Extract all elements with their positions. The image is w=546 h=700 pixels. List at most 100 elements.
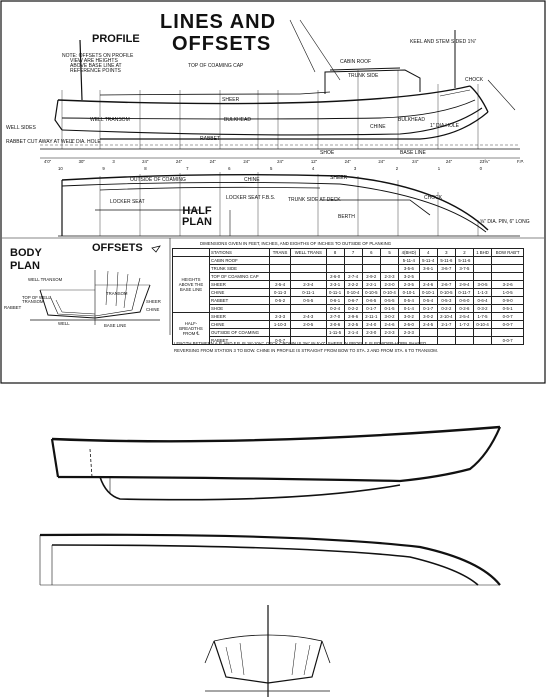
table-cell: 1-0-5 [491, 288, 524, 297]
table-row: HALF-BREADTHS FROM ℄ SHEER 2-3-3 2-4-3 2… [172, 312, 524, 345]
station-number: 5 [270, 166, 273, 171]
table-row: TRUNK SIDE 3-5-6 3-6-1 3-6-7 3-7-5 [173, 264, 524, 273]
profile-note: NOTE: OFFSETS ON PROFILE VIEW ARE HEIGHT… [62, 54, 133, 74]
table-cell: 5-11-4 [418, 256, 438, 265]
chock-label: CHOCK [465, 77, 484, 83]
table-cell [472, 272, 493, 281]
table-cell: 2-3-3 [269, 312, 291, 321]
table-cell [289, 272, 327, 281]
body-well-label: WELL [58, 321, 70, 326]
table-cell [454, 336, 474, 345]
table-cell [436, 272, 456, 281]
station-dim: 24" [378, 159, 385, 164]
dia-hole-label-2: 1" DIA HOLE [430, 123, 460, 129]
table-cell [361, 256, 381, 265]
table-cell [491, 256, 524, 265]
table-cell [472, 328, 493, 337]
berth-label: BERTH [338, 214, 355, 220]
table-cell: 5-11-4 [398, 256, 420, 265]
half-plan-view [58, 172, 520, 237]
table-cell: 2-5-4 [269, 280, 291, 289]
sheer-label: SHEER [222, 97, 240, 103]
well-transom-label: WELL TRANSOM [90, 117, 130, 123]
table-cell: 2-2-2 [343, 280, 363, 289]
table-cell: 0-0-7 [491, 320, 524, 329]
base-line-label: BASE LINE [400, 150, 426, 156]
table-cell: 1-7-5 [472, 312, 493, 321]
station-number: 3 [353, 166, 357, 171]
table-cell [343, 264, 363, 273]
keel-stem-label: KEEL AND STEM SIDED 1⅜" [410, 39, 477, 45]
table-cell [472, 264, 493, 273]
table-cell: 0-0-7 [491, 312, 524, 321]
table-cell: 0-10-4 [472, 320, 493, 329]
table-row: HEIGHTS ABOVE THE BASE LINE CABIN ROOF 5… [172, 256, 524, 313]
table-cell: 0-9-0 [491, 296, 524, 305]
station-dim: 3 [112, 159, 115, 164]
table-cell: SHOE [208, 304, 271, 313]
table-cell [289, 336, 327, 345]
table-cell: 2-6-0 [325, 272, 345, 281]
station-dim: 30" [78, 159, 85, 164]
table-cell: 2-9-2 [361, 272, 381, 281]
table-cell: 3-5-6 [398, 264, 420, 273]
chock-plan-label: CHOCK [424, 195, 443, 201]
table-cell: 0-10-5 [436, 288, 456, 297]
station-dim: 24" [243, 159, 250, 164]
table-header-cell: WELL TRANS [289, 248, 327, 257]
table-cell: 3-0-5 [472, 280, 493, 289]
station-dim: 24" [412, 159, 419, 164]
table-cell: 0-10-5 [361, 288, 381, 297]
table-group-cell: HALF-BREADTHS FROM ℄ [172, 312, 210, 345]
station-dim: 12" [310, 159, 318, 164]
table-cell: 3-7-5 [454, 264, 474, 273]
table-cell: 0-5-5 [289, 296, 327, 305]
note-line: REFERENCE POINTS [70, 68, 121, 74]
station-number: 1 [437, 166, 441, 171]
station-number: 9 [102, 166, 105, 171]
table-cell: 0-5-2 [269, 296, 291, 305]
table-cell: CHINE [208, 320, 271, 329]
table-cell [269, 304, 291, 313]
plan-sketch [39, 533, 501, 586]
table-cell: 2-3-3 [379, 272, 400, 281]
table-cell: 3-6-7 [436, 264, 456, 273]
note-line: VIEW ARE HEIGHTS [70, 58, 118, 64]
table-header-cell: 4(BHD) [398, 248, 420, 257]
table-cell [269, 272, 291, 281]
table-cell: 2-5-0 [398, 320, 420, 329]
table-cell: 0-6-1 [325, 296, 345, 305]
station-dim: 23⅝" [479, 159, 490, 164]
table-row: CHINE 1-10-3 2-0-5 2-0-6 2-2-5 2-4-0 2-4… [173, 320, 524, 329]
table-cell [343, 256, 363, 265]
table-cell [418, 328, 438, 337]
station-number: 0 [479, 166, 482, 171]
table-cell: 3-2-6 [491, 280, 524, 289]
table-cell [418, 272, 438, 281]
table-cell [436, 328, 456, 337]
table-cell [289, 328, 327, 337]
table-cell: 0-1-7 [418, 304, 438, 313]
table-header-row: STATIONS TRANS WELL TRANS 8 7 6 5 4(BHD)… [172, 248, 524, 257]
well-sides-label: WELL SIDES [6, 125, 36, 131]
table-cell [379, 264, 400, 273]
rabbet-label: RABBET [200, 136, 221, 142]
profile-label: PROFILE [92, 33, 140, 45]
table-cell [325, 256, 345, 265]
table-group-cell: HEIGHTS ABOVE THE BASE LINE [172, 256, 210, 313]
table-cell: 1-7-2 [454, 320, 474, 329]
table-cell: 2-4-6 [418, 280, 438, 289]
table-cell: 0-11-7 [454, 288, 474, 297]
table-cell: 0-6-7 [343, 296, 363, 305]
table-header-cell: 1 BHD [472, 248, 493, 257]
table-cell: 0-2-2 [436, 304, 456, 313]
table-header-cell: 5 [379, 248, 400, 257]
table-cell: CHINE [208, 288, 271, 297]
table-cell: 2-4-0 [361, 320, 381, 329]
table-cell: 0-11-1 [289, 288, 327, 297]
body-base-line-label: BASE LINE [104, 323, 127, 328]
station-dim: 24" [142, 159, 149, 164]
trunk-side-deck-label: TRUNK SIDE AT DECK [288, 197, 341, 203]
table-cell: 2-9-4 [454, 280, 474, 289]
table-cell: 2-2-1 [361, 280, 381, 289]
